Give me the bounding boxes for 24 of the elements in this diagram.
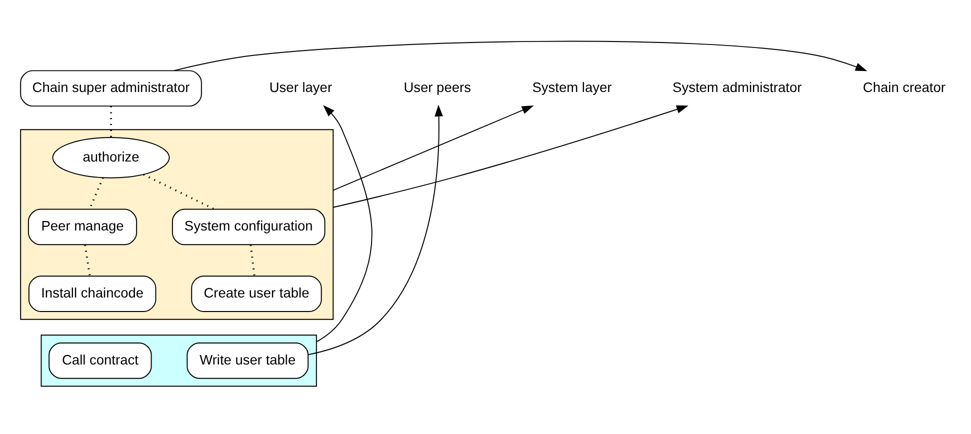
node-box: Peer manage	[28, 208, 138, 245]
node-box: Install chaincode	[28, 275, 156, 312]
node-box: Write user table	[186, 342, 309, 378]
node-ellipse: authorize	[52, 136, 170, 178]
node-box: Call contract	[48, 342, 152, 378]
node-text: System administrator	[672, 80, 802, 95]
node-text: System layer	[532, 80, 612, 95]
arrow	[173, 40, 868, 71]
connector	[84, 244, 91, 276]
connector	[88, 176, 104, 209]
node-text: Chain creator	[862, 80, 946, 95]
arrow	[332, 104, 688, 208]
connector	[250, 244, 256, 276]
connector	[143, 173, 215, 210]
node-box: System configuration	[172, 208, 326, 245]
cluster	[20, 128, 334, 320]
arrow	[308, 104, 443, 355]
arrow	[316, 104, 372, 342]
arrow	[332, 105, 534, 190]
node-box: Chain super administrator	[20, 70, 202, 106]
cluster	[40, 334, 317, 386]
node-text: User peers	[404, 80, 471, 95]
node-box: Create user table	[191, 275, 322, 312]
node-text: User layer	[269, 80, 332, 95]
